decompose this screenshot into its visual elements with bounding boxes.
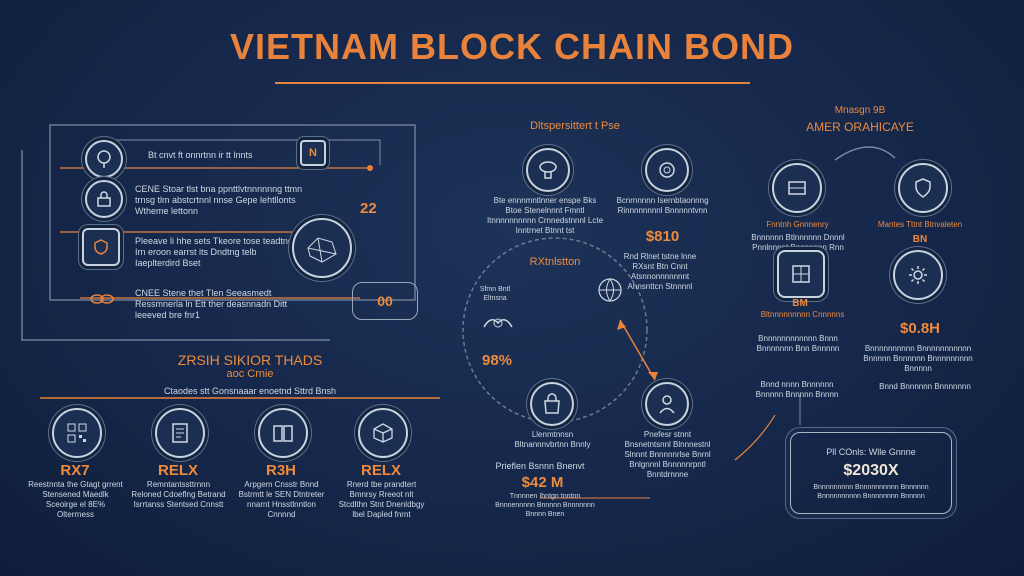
document-icon <box>155 408 205 458</box>
left-row-4-text: CNEE Stene thet Tlen Seeasmedt Ressmnerl… <box>135 288 288 320</box>
right-to-total-arrow <box>734 414 776 461</box>
title-rule <box>275 82 750 84</box>
right-top-arc <box>834 146 896 161</box>
middle-arrow <box>619 319 656 381</box>
middle-node-1-text: Bte ennnmntlnner enspe Bks Btoe Stenelnn… <box>486 196 604 235</box>
middle-node-2-value: $810 <box>645 228 680 245</box>
network-map-icon <box>292 218 352 278</box>
lock-icon <box>85 180 123 218</box>
middle-ring-label: RXtnlstton <box>529 256 581 268</box>
gear-icon <box>893 250 943 300</box>
total-value: $2030X <box>843 462 899 479</box>
middle-node-4-text: Llenmtnnsn Bltnannnvbrtnn Bnnly <box>514 430 591 449</box>
middle-heading: Dltspersittert t Pse <box>530 120 620 132</box>
left-connector-pill: 00 <box>352 282 418 320</box>
middle-node-2-text: Bcnrnnnnn Isernbtaonnng Rinnnnnnnnl Bnnn… <box>616 196 709 215</box>
row1-line <box>100 139 381 165</box>
hands-icon <box>478 302 518 342</box>
right-node-b-label: Mantes Tttnt Btnvaleten <box>877 220 963 229</box>
bottom-left-line: Ctaodes stt Gonsnaaar enoetnd Sttrd Bnsh <box>163 386 337 396</box>
left-row-3-text: Pleeave li hhe sets Tkeore tose teadtng … <box>135 236 293 268</box>
item-2-desc: Remntantssttrnnn Reloned Cdoeflng Betran… <box>131 480 226 509</box>
left-panel-frame <box>49 124 416 301</box>
bottom-left-subheading: aoc Crnie <box>226 368 274 380</box>
coin-icon <box>645 148 689 192</box>
right-node-b-value: BN <box>912 234 928 245</box>
left-row-2-text: CENE Stoar tlst bna ppnttlvtnnnnnng ttmn… <box>135 184 303 216</box>
left-number: 22 <box>360 200 377 217</box>
right-node-d-value: $0.8H <box>899 320 941 337</box>
middle-value-desc: Tnnnnen Ihntgn tnntnn Bnnnennnnn Bnnnnn … <box>495 493 595 518</box>
middle-percent: 98% <box>482 352 513 369</box>
item-3-value: R3H <box>265 462 296 479</box>
right-node-c-text: Bnnnnnnnnnnnn Bnnn Bnnnnnnn Bnn Bnnnnn <box>756 334 840 353</box>
box-icon <box>358 408 408 458</box>
right-top-small: Mnasgn 9B <box>834 105 886 116</box>
right-node-d-text: Bnnnnnnnnnn Bnnnnnnnnnnn Bnnnnn Bnnnnnn … <box>863 344 973 373</box>
tree-icon <box>85 140 123 178</box>
right-shield-icon <box>898 163 948 213</box>
right-bottom-note-2: Bnnd Bnnnnnn Bnnnnnnn <box>879 382 971 391</box>
middle-value: $42 M <box>521 474 564 491</box>
total-label: Pll COnls: Wlle Gnnne <box>826 447 916 457</box>
right-node-a-label: Fnntnh Gnnnenry <box>766 220 829 229</box>
crate-icon <box>772 163 822 213</box>
middle-ring <box>462 237 648 423</box>
right-node-c-label: Bltnnnnnnnnn Cnnnnns <box>760 310 845 319</box>
book-icon <box>258 408 308 458</box>
left-connector-label: 00 <box>377 293 393 309</box>
total-box: Pll COnls: Wlle Gnnne $2030X Bnnnnnnnnn … <box>790 432 952 514</box>
item-3-desc: Arpgem Cnsstr Bnnd Bstrmtt le SEN Dtntre… <box>238 480 325 519</box>
middle-left-note: Sfmn Bntl Eltnsna <box>479 286 511 302</box>
item-2-value: RELX <box>157 462 198 479</box>
middle-node-5-text: Pnefesr stnnt Bnsnetntsnnl Blnnnestnl Sl… <box>624 430 711 479</box>
right-bottom-note: Bnnd nnnn Bnnnnnn Bnnnnn Bnnnnn Bnnnn <box>755 380 839 399</box>
item-4-desc: Rnerd tbe prandtert Bmnrsy Rreeot nlt St… <box>338 480 425 519</box>
globe-icon <box>592 272 628 308</box>
item-1-desc: Reestnnta the Gtagt grrent Stensened Mae… <box>28 480 123 519</box>
middle-value-label: Prieflen Bsnnn Bnenvt <box>495 461 585 471</box>
left-outer-line <box>21 150 330 341</box>
grid-chip-icon <box>777 250 825 298</box>
bag-icon <box>530 382 574 426</box>
middle-text-3: Rnd Rlnet tstne lnne RXsnt Btn Cnnt Atsn… <box>623 252 697 291</box>
qr-code-icon <box>52 408 102 458</box>
page-title: VIETNAM BLOCK CHAIN BOND <box>230 26 794 67</box>
item-4-value: RELX <box>360 462 401 479</box>
right-node-c-value: BM <box>792 298 808 309</box>
row1-dot <box>367 165 373 171</box>
right-heading: AMER ORAHICAYE <box>806 120 914 134</box>
left-row-1-badge: N <box>300 140 326 166</box>
bottom-left-heading: ZRSIH SIKIOR THADS <box>177 352 323 368</box>
chain-link-icon <box>85 282 119 316</box>
person-icon <box>645 382 689 426</box>
left-row-1-text: Bt cnvt ft onnrtnn ir tt lnnts <box>148 150 253 160</box>
shield-icon <box>82 228 120 266</box>
item-1-value: RX7 <box>60 462 90 479</box>
mushroom-cloud-icon <box>526 148 570 192</box>
total-desc: Bnnnnnnnnn Bnnnnnnnnnn Bnnnnnn Bnnnnnnnn… <box>813 484 929 500</box>
